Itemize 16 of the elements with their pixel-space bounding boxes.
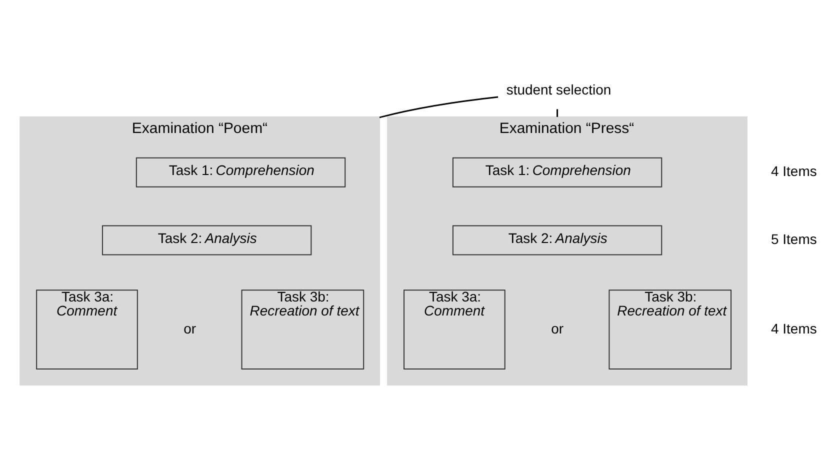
node-box: Task 1: Comprehension [452,157,662,188]
connector [379,96,498,118]
node-box: Task 2: Analysis [452,225,662,256]
node-box: Task 3a: Comment [404,290,506,370]
label: 5 Items [771,230,817,247]
connector [556,109,558,117]
label: 4 Items [771,320,817,336]
node-box: Task 2: Analysis [102,225,312,256]
node-box: Task 3a: Comment [36,290,138,370]
node-box: Task 1: Comprehension [136,157,346,188]
node-text: student selection [506,82,612,98]
label: or [551,320,564,336]
label: or [184,320,196,336]
node-box: Task 3b: Recreation of text [241,290,364,370]
node-box: Task 3b: Recreation of text [608,290,732,370]
label: 4 Items [771,163,817,180]
